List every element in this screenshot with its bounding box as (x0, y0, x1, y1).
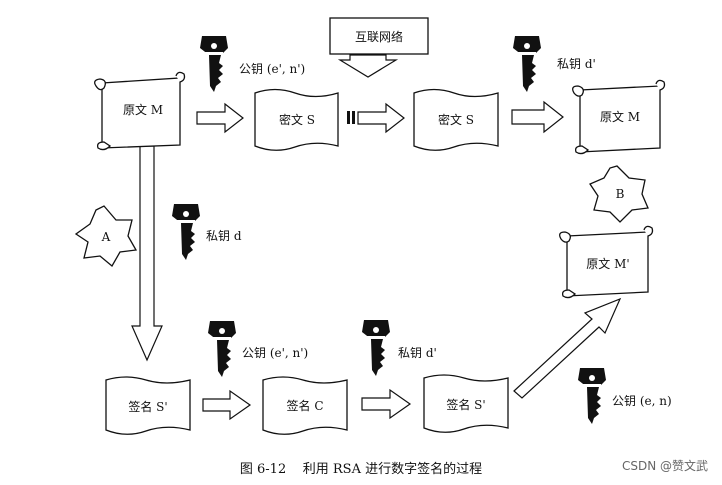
public-key-bottom-1-label: 公钥 (e', n') (242, 346, 308, 360)
plaintext-m-label: 原文 M (123, 102, 163, 117)
signature-box-c: 签名 C (262, 376, 348, 435)
scroll-plaintext-m: 原文 M (94, 71, 186, 151)
key-icon-public-bottom-2 (578, 368, 606, 424)
private-key-left-label: 私钥 d (206, 229, 242, 243)
sig-s-prime-2-label: 签名 S' (446, 397, 485, 412)
key-icon-public-bottom-1 (208, 321, 236, 377)
arrow-cipher-to-internet (347, 102, 405, 134)
signature-box-2: 签名 S' (423, 374, 509, 433)
sig-s-prime-1-label: 签名 S' (128, 399, 167, 414)
internet-box: 互联网络 (329, 17, 429, 55)
sig-c-label: 签名 C (287, 398, 324, 413)
badge-a: A (74, 205, 138, 267)
arrow-sig-to-c (202, 389, 252, 421)
badge-b-label: B (616, 187, 625, 201)
key-icon-public-top (200, 36, 228, 92)
cipher-s-2-label: 密文 S (438, 112, 474, 127)
public-key-top-label: 公钥 (e', n') (239, 62, 305, 76)
figure-caption: 图 6-12 利用 RSA 进行数字签名的过程 (240, 461, 482, 477)
private-key-bottom-label: 私钥 d' (398, 346, 437, 360)
key-icon-private-top (513, 36, 541, 92)
scroll-plaintext-m-out: 原文 M (572, 79, 666, 155)
cipher-box-1: 密文 S (254, 88, 339, 151)
plaintext-m-prime-label: 原文 M' (586, 256, 629, 271)
public-key-bottom-2-label: 公钥 (e, n) (612, 394, 672, 408)
signature-box-1: 签名 S' (105, 376, 191, 435)
cipher-s-1-label: 密文 S (279, 112, 315, 127)
private-key-top-label: 私钥 d' (557, 57, 596, 71)
cipher-box-2: 密文 S (413, 88, 499, 151)
arrow-diagonal-up (513, 297, 622, 399)
key-icon-private-left (172, 204, 200, 260)
arrow-plaintext-to-cipher (196, 102, 244, 134)
badge-a-label: A (101, 230, 111, 244)
plaintext-m-out-label: 原文 M (600, 109, 640, 124)
arrow-cipher-to-plaintext (511, 100, 564, 134)
arrow-c-to-sig (361, 388, 412, 420)
watermark: CSDN @赞文武 (622, 458, 708, 473)
badge-b: B (589, 165, 649, 223)
scroll-plaintext-m-prime: 原文 M' (559, 225, 654, 299)
arrow-internet-down (337, 54, 399, 78)
key-icon-private-bottom (362, 320, 390, 376)
arrow-down-left (131, 145, 163, 362)
internet-label: 互联网络 (355, 29, 403, 44)
